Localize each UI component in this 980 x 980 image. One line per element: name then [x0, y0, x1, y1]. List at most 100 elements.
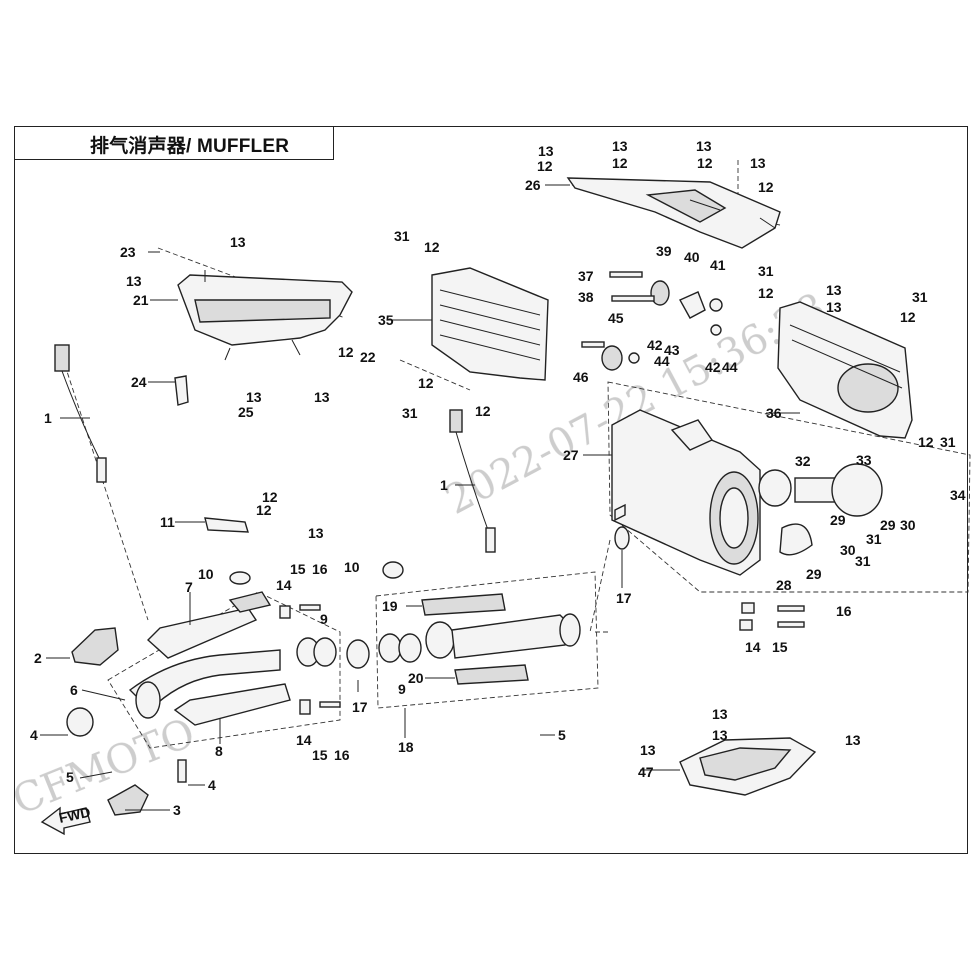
- callout-10-left: 10: [198, 566, 214, 582]
- catalyst-pipe-18: [421, 593, 581, 685]
- callout-17-a: 17: [352, 699, 368, 715]
- diagram-frame: [14, 126, 968, 854]
- callout-40: 40: [684, 249, 700, 265]
- callout-15-b: 15: [312, 747, 328, 763]
- callout-13-g: 13: [538, 143, 554, 159]
- fwd-arrow: FWD: [40, 804, 92, 836]
- callout-14-c: 14: [745, 639, 761, 655]
- front-pipe-7: [146, 591, 272, 659]
- header-pipe-6: [128, 649, 281, 719]
- callout-13-j: 13: [308, 525, 324, 541]
- callout-11: 11: [160, 514, 175, 530]
- callout-21: 21: [133, 292, 149, 308]
- callout-12-c: 12: [424, 239, 440, 255]
- callout-29-a: 29: [830, 512, 846, 528]
- callout-29-c: 29: [880, 517, 896, 533]
- callout-13-b: 13: [126, 273, 142, 289]
- callout-13-e: 13: [612, 138, 628, 154]
- heat-shield-21: [177, 270, 353, 361]
- callout-5-left: 5: [66, 769, 74, 785]
- front-pipe-assembly-box: [107, 591, 341, 749]
- callout-13-o: 13: [826, 299, 842, 315]
- callout-13-k: 13: [712, 706, 728, 722]
- callout-24: 24: [131, 374, 147, 390]
- callout-13-m: 13: [845, 732, 861, 748]
- callout-16-c: 16: [836, 603, 852, 619]
- callout-15-c: 15: [772, 639, 788, 655]
- callout-4-left: 4: [30, 727, 38, 743]
- callout-38: 38: [578, 289, 594, 305]
- callout-13-l: 13: [712, 727, 728, 743]
- o2-sensor-right: [449, 409, 496, 553]
- callout-12-k: 12: [900, 309, 916, 325]
- callout-12-d: 12: [418, 375, 434, 391]
- callout-45: 45: [608, 310, 624, 326]
- callout-2: 2: [34, 650, 42, 666]
- callout-12-h: 12: [697, 155, 713, 171]
- callout-17-b: 17: [616, 590, 632, 606]
- callout-44-a: 44: [654, 353, 670, 369]
- heat-shield-26: [566, 177, 781, 249]
- muffler-heat-shield-36: [777, 301, 913, 439]
- callout-41: 41: [710, 257, 726, 273]
- callout-12-b: 12: [338, 344, 354, 360]
- callout-14-a: 14: [276, 577, 292, 593]
- skid-plate-47: [679, 737, 817, 796]
- callout-25: 25: [238, 404, 254, 420]
- page-title: 排气消声器/ MUFFLER: [90, 136, 290, 157]
- callout-42-b: 42: [705, 359, 721, 375]
- callout-29-b: 29: [806, 566, 822, 582]
- callout-12-m: 12: [256, 502, 272, 518]
- hardware: [279, 271, 805, 715]
- callout-8: 8: [215, 743, 223, 759]
- callout-35: 35: [378, 312, 394, 328]
- tailpipe-assembly: [758, 463, 883, 556]
- misc-parts: [71, 375, 626, 816]
- callout-43: 43: [664, 342, 680, 358]
- o2-sensor-left: [54, 344, 107, 483]
- callout-44-b: 44: [722, 359, 738, 375]
- callout-12-a: 12: [262, 489, 278, 505]
- callout-39: 39: [656, 243, 672, 259]
- callout-12-f: 12: [537, 158, 553, 174]
- callout-9-right: 9: [398, 681, 406, 697]
- callout-1-right: 1: [440, 477, 448, 493]
- callout-28: 28: [776, 577, 792, 593]
- callout-42-a: 42: [647, 337, 663, 353]
- callout-10-right: 10: [344, 559, 360, 575]
- callout-16-a: 16: [312, 561, 328, 577]
- callout-13-d: 13: [314, 389, 330, 405]
- callout-4-right: 4: [208, 777, 216, 793]
- callout-36: 36: [766, 405, 782, 421]
- callout-12-g: 12: [612, 155, 628, 171]
- callout-7: 7: [185, 579, 193, 595]
- callout-31-g: 31: [855, 553, 871, 569]
- callout-3: 3: [173, 802, 181, 818]
- callout-47: 47: [638, 764, 654, 780]
- callout-9-left: 9: [320, 611, 328, 627]
- callout-46: 46: [573, 369, 589, 385]
- callout-31-e: 31: [940, 434, 956, 450]
- callout-27: 27: [563, 447, 579, 463]
- callout-32: 32: [795, 453, 811, 469]
- callout-14-b: 14: [296, 732, 312, 748]
- catalyst-assembly-box: [375, 571, 599, 709]
- callout-20: 20: [408, 670, 424, 686]
- callout-13-h: 13: [750, 155, 766, 171]
- callout-30-a: 30: [840, 542, 856, 558]
- callout-26: 26: [525, 177, 541, 193]
- callout-22: 22: [360, 349, 376, 365]
- callout-12-l: 12: [918, 434, 934, 450]
- callout-13-c: 13: [246, 389, 262, 405]
- callout-13-n: 13: [640, 742, 656, 758]
- callout-33: 33: [856, 452, 872, 468]
- callout-5-right: 5: [558, 727, 566, 743]
- callout-13-f: 13: [696, 138, 712, 154]
- callout-15-a: 15: [290, 561, 306, 577]
- callout-31-d: 31: [912, 289, 928, 305]
- front-pipe-8: [173, 683, 291, 726]
- callout-30-b: 30: [900, 517, 916, 533]
- callout-31-b: 31: [402, 405, 418, 421]
- muffler-assembly-box: [607, 381, 971, 593]
